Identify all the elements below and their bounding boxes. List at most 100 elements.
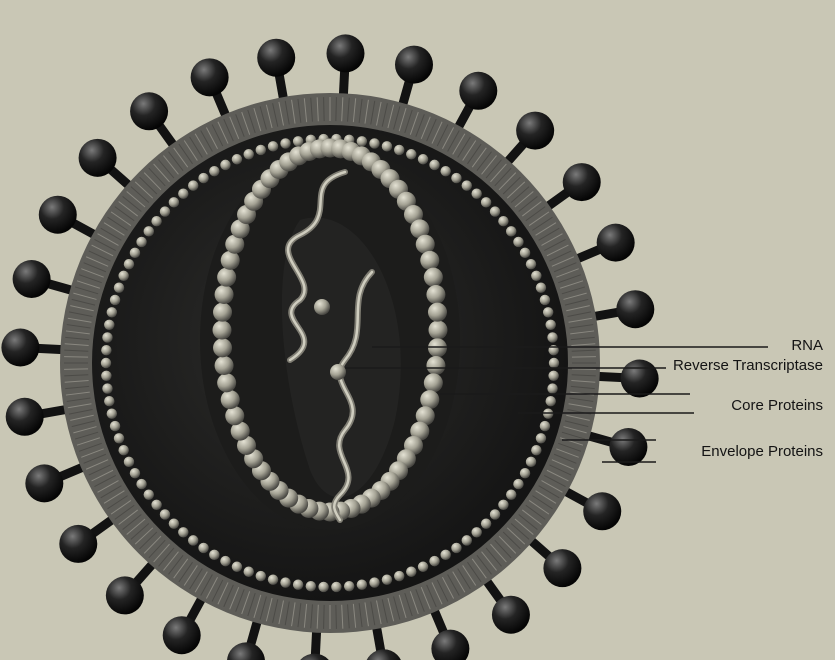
matrix-bead <box>357 136 367 146</box>
matrix-bead <box>531 445 541 455</box>
matrix-bead <box>536 283 546 293</box>
matrix-bead <box>540 421 550 431</box>
core-bead <box>221 251 240 270</box>
core-bead <box>225 406 244 425</box>
spike-knob <box>13 260 51 298</box>
matrix-bead <box>462 180 472 190</box>
matrix-bead <box>124 457 134 467</box>
matrix-bead <box>144 489 154 499</box>
matrix-bead <box>394 571 404 581</box>
matrix-bead <box>188 180 198 190</box>
matrix-bead <box>540 295 550 305</box>
matrix-bead <box>151 216 161 226</box>
reverse-transcriptase-molecule <box>330 364 346 380</box>
spike-knob <box>59 525 97 563</box>
matrix-bead <box>144 226 154 236</box>
spike-knob <box>492 596 530 634</box>
spike-knob <box>25 464 63 502</box>
matrix-bead <box>188 535 198 545</box>
matrix-bead <box>344 581 354 591</box>
matrix-bead <box>104 396 114 406</box>
matrix-bead <box>107 307 117 317</box>
matrix-bead <box>429 556 439 566</box>
matrix-bead <box>107 409 117 419</box>
matrix-bead <box>490 509 500 519</box>
matrix-bead <box>114 283 124 293</box>
matrix-bead <box>102 383 112 393</box>
spike-knob <box>621 359 659 397</box>
matrix-bead <box>490 206 500 216</box>
matrix-bead <box>178 189 188 199</box>
matrix-bead <box>136 237 146 247</box>
matrix-bead <box>114 433 124 443</box>
matrix-bead <box>406 567 416 577</box>
spike-knob <box>365 649 403 660</box>
reverse-transcriptase-molecule <box>314 299 330 315</box>
matrix-bead <box>101 358 111 368</box>
matrix-bead <box>513 237 523 247</box>
spike-knob <box>431 630 469 660</box>
matrix-bead <box>130 468 140 478</box>
matrix-bead <box>178 527 188 537</box>
core-bead <box>420 390 439 409</box>
matrix-bead <box>293 580 303 590</box>
matrix-bead <box>531 271 541 281</box>
spike-knob <box>459 72 497 110</box>
matrix-bead <box>418 562 428 572</box>
matrix-bead <box>256 145 266 155</box>
matrix-bead <box>220 556 230 566</box>
core-bead <box>213 303 232 322</box>
core-bead <box>426 285 445 304</box>
matrix-bead <box>526 259 536 269</box>
matrix-bead <box>498 216 508 226</box>
matrix-bead <box>547 332 557 342</box>
spike-knob <box>1 329 39 367</box>
matrix-bead <box>318 582 328 592</box>
spike-knob <box>616 290 654 328</box>
matrix-bead <box>546 396 556 406</box>
matrix-bead <box>102 332 112 342</box>
spike-knob <box>609 428 647 466</box>
matrix-bead <box>232 562 242 572</box>
matrix-bead <box>244 149 254 159</box>
matrix-bead <box>382 574 392 584</box>
matrix-bead <box>104 320 114 330</box>
matrix-bead <box>306 581 316 591</box>
matrix-bead <box>506 489 516 499</box>
matrix-bead <box>543 307 553 317</box>
spike-knob <box>191 58 229 96</box>
matrix-bead <box>481 518 491 528</box>
core-bead <box>428 338 447 357</box>
label-reverse-transcriptase: Reverse Transcriptase <box>673 357 823 375</box>
spike-knob <box>516 112 554 150</box>
matrix-bead <box>549 358 559 368</box>
spike-knob <box>227 642 265 660</box>
matrix-bead <box>369 138 379 148</box>
core-bead <box>428 303 447 322</box>
matrix-bead <box>198 173 208 183</box>
matrix-bead <box>244 567 254 577</box>
matrix-bead <box>280 577 290 587</box>
matrix-bead <box>429 160 439 170</box>
core-bead <box>424 373 443 392</box>
matrix-bead <box>548 371 558 381</box>
matrix-bead <box>547 383 557 393</box>
core-bead <box>221 390 240 409</box>
matrix-bead <box>268 141 278 151</box>
spike-knob <box>296 654 334 660</box>
core-bead <box>424 268 443 287</box>
matrix-bead <box>520 248 530 258</box>
label-rna: RNA <box>791 337 823 355</box>
core-bead <box>217 373 236 392</box>
matrix-bead <box>130 248 140 258</box>
matrix-bead <box>169 197 179 207</box>
spike-knob <box>395 46 433 84</box>
label-envelope-proteins: Envelope Proteins <box>701 443 823 461</box>
matrix-bead <box>110 421 120 431</box>
spike-knob <box>163 616 201 654</box>
matrix-bead <box>280 138 290 148</box>
matrix-bead <box>118 445 128 455</box>
spike-knob <box>39 196 77 234</box>
